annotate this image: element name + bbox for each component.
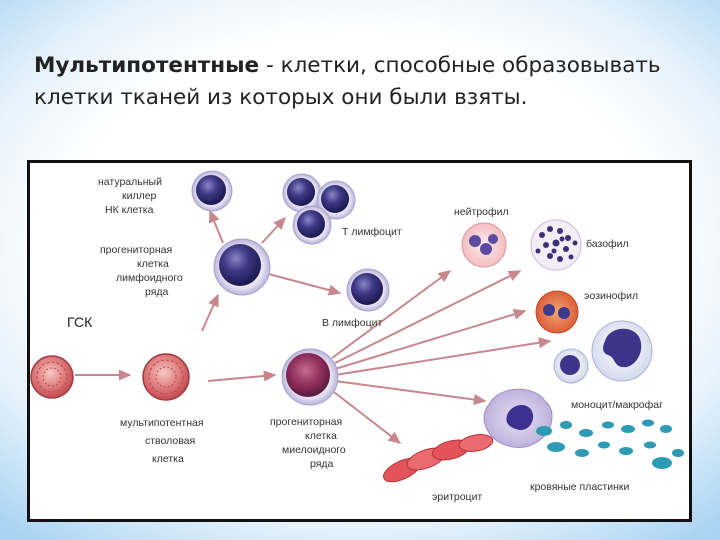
term-bold: Мультипотентные [34, 53, 260, 78]
myelo-prog-label-2: клетка [305, 430, 337, 442]
erythrocytes [382, 434, 494, 483]
nk-cell [191, 170, 233, 212]
erythrocyte-label: эритроцит [432, 491, 482, 503]
lymph-prog-label-4: ряда [145, 286, 169, 298]
eosinophil-label: эозинофил [584, 290, 638, 302]
nk-label-3: НК клетка [105, 204, 154, 216]
monocyte-label: моноцит/макрофаг [571, 399, 663, 411]
basophil-label: базофил [586, 238, 629, 250]
platelets [536, 419, 684, 469]
neutrophil-cell [461, 222, 507, 268]
t-lymphocyte-cells [282, 173, 356, 245]
basophil-cell [530, 219, 582, 271]
multipotent-label-2: стволовая [145, 435, 195, 447]
hsc-cell [30, 355, 74, 399]
neutrophil-label: нейтрофил [454, 206, 509, 218]
hsc-label: ГСК [67, 314, 93, 330]
multipotent-stem-cell [142, 353, 190, 401]
t-cell-label: Т лимфоцит [342, 226, 402, 238]
megakaryocyte-cell [483, 388, 553, 448]
slide-text: Мультипотентные - клетки, способные обра… [34, 50, 674, 114]
nk-label-1: натуральный [98, 176, 162, 188]
diagram-svg: ГСК мультипотентная стволовая клетка про… [30, 170, 684, 503]
myelo-prog-label-4: ряда [310, 458, 334, 470]
monocyte-cell [553, 320, 653, 384]
multipotent-label-3: клетка [152, 453, 184, 465]
arrows [75, 209, 552, 444]
myelo-prog-label-3: миелоидного [282, 444, 346, 456]
lymphoid-progenitor-cell [213, 238, 271, 296]
myelo-prog-label-1: прогениторная [270, 416, 342, 428]
nk-label-2: киллер [122, 190, 157, 202]
term-definition: - клетки, способные образовывать клетки … [34, 53, 661, 110]
multipotent-label-1: мультипотентная [120, 417, 204, 429]
b-cell-label: В лимфоцит [322, 317, 382, 329]
lymph-prog-label-3: лимфоидного [116, 272, 183, 284]
b-lymphocyte-cell [346, 268, 390, 312]
hematopoiesis-diagram: ГСК мультипотентная стволовая клетка про… [27, 160, 692, 522]
lymph-prog-label-2: клетка [137, 258, 169, 270]
platelets-label: кровяные пластинки [530, 481, 629, 493]
myeloid-progenitor-cell [281, 348, 339, 406]
lymph-prog-label-1: прогениторная [100, 244, 172, 256]
eosinophil-cell [535, 290, 579, 334]
